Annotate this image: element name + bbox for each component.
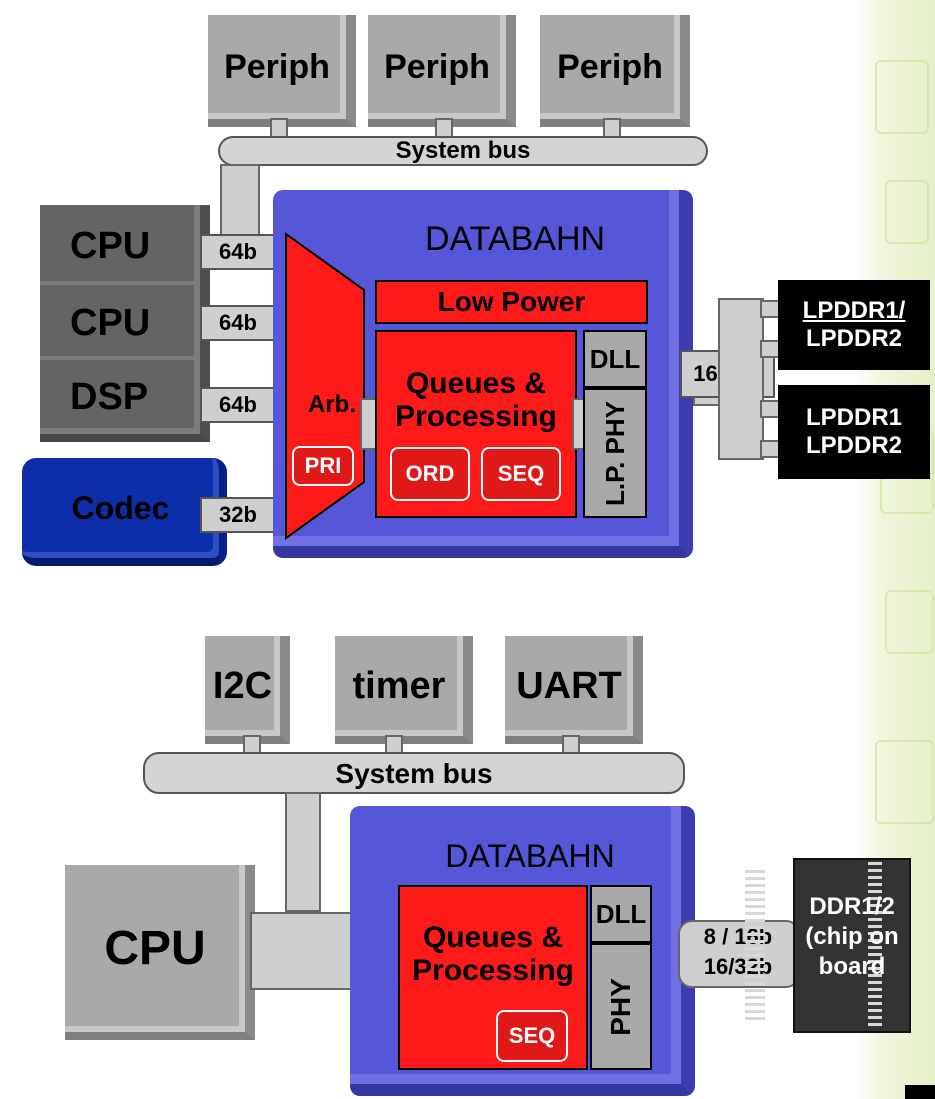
port-64b: 64b bbox=[200, 387, 276, 423]
lp-phy-label: L.P. PHY bbox=[599, 400, 630, 506]
uart-label: UART bbox=[516, 664, 622, 707]
ddr-label-line: board bbox=[818, 953, 886, 980]
port-64b: 64b bbox=[200, 305, 276, 341]
i2c-label: I2C bbox=[212, 664, 273, 707]
queues-label-line2: Processing bbox=[412, 954, 574, 987]
width-8-16b: 8 / 16b bbox=[703, 924, 773, 949]
memory-label: LPDDR1/ bbox=[802, 297, 906, 324]
chip-pins-center bbox=[868, 862, 882, 1028]
lpddr-memory-1: LPDDR1/ LPDDR2 bbox=[778, 280, 930, 370]
port-label: 64b bbox=[219, 392, 257, 417]
databahn-title: DATABAHN bbox=[445, 838, 615, 874]
port-64b: 64b bbox=[200, 234, 276, 270]
ddr-chip bbox=[793, 858, 911, 1033]
cpu-label: CPU bbox=[70, 302, 151, 344]
corner-block bbox=[905, 1085, 935, 1099]
bus-connector bbox=[285, 792, 321, 912]
port-label: 64b bbox=[219, 239, 257, 264]
cpu-box-2: CPU bbox=[40, 285, 210, 370]
phy-label: PHY bbox=[604, 977, 636, 1036]
periph-box-3: Periph bbox=[540, 15, 690, 127]
dsp-label: DSP bbox=[70, 375, 149, 418]
periph-label: Periph bbox=[384, 47, 490, 86]
dsp-box: DSP bbox=[40, 360, 210, 442]
chip-pins-left bbox=[745, 870, 765, 1020]
system-bus-label: System bus bbox=[335, 758, 493, 789]
queues-label-line1: Queues & bbox=[422, 921, 564, 954]
system-bus-label: System bus bbox=[395, 137, 531, 164]
bus-connector bbox=[220, 164, 260, 236]
ddr-label-line: DDR1/2 bbox=[809, 893, 895, 920]
queues-label-line2: Processing bbox=[395, 400, 557, 433]
cpu-databahn-connector bbox=[250, 912, 360, 990]
lpddr-memory-2: LPDDR1 LPDDR2 bbox=[778, 385, 930, 479]
memory-label: LPDDR2 bbox=[805, 432, 902, 459]
arbiter-block bbox=[285, 232, 365, 540]
low-power-block: Low Power bbox=[375, 280, 648, 324]
uart-box: UART bbox=[505, 636, 643, 744]
port-32b: 32b bbox=[200, 497, 276, 533]
arbiter-label: Arb. bbox=[308, 391, 356, 418]
cpu-label: CPU bbox=[70, 224, 151, 267]
timer-label: timer bbox=[352, 664, 446, 707]
ord-chip: ORD bbox=[390, 447, 470, 501]
cpu-label: CPU bbox=[104, 922, 206, 975]
i2c-box: I2C bbox=[205, 636, 290, 744]
cpu-box-1: CPU bbox=[40, 205, 210, 295]
memory-label: LPDDR1 bbox=[805, 404, 902, 431]
periph-box-2: Periph bbox=[368, 15, 516, 127]
port-label: 64b bbox=[219, 310, 257, 335]
cpu-box: CPU bbox=[65, 865, 255, 1040]
queues-label-line1: Queues & bbox=[405, 367, 547, 400]
port-label: 32b bbox=[219, 502, 257, 527]
seq-chip: SEQ bbox=[496, 1010, 568, 1062]
periph-label: Periph bbox=[224, 47, 330, 86]
codec-box: Codec bbox=[22, 458, 227, 566]
dll-block: DLL bbox=[583, 330, 647, 388]
system-bus: System bus bbox=[143, 752, 685, 794]
databahn-title: DATABAHN bbox=[424, 220, 606, 258]
periph-box-1: Periph bbox=[208, 15, 356, 127]
periph-label: Periph bbox=[557, 47, 663, 86]
dll-block: DLL bbox=[590, 885, 652, 943]
ddr-chip-label: DDR1/2 (chip on board bbox=[793, 892, 911, 1002]
ddr-label-line: (chip on bbox=[805, 923, 899, 950]
seq-chip: SEQ bbox=[481, 447, 561, 501]
memory-label: LPDDR2 bbox=[805, 325, 902, 352]
lp-phy-block: L.P. PHY bbox=[583, 388, 647, 518]
width-16-32b: 16/32b bbox=[703, 954, 773, 979]
pri-chip: PRI bbox=[292, 446, 354, 486]
mem-branch bbox=[718, 298, 764, 460]
mem-bus-connector bbox=[678, 920, 800, 988]
codec-label: Codec bbox=[71, 489, 170, 526]
system-bus: System bus bbox=[218, 136, 708, 166]
timer-box: timer bbox=[335, 636, 473, 744]
phy-block: PHY bbox=[590, 943, 652, 1070]
